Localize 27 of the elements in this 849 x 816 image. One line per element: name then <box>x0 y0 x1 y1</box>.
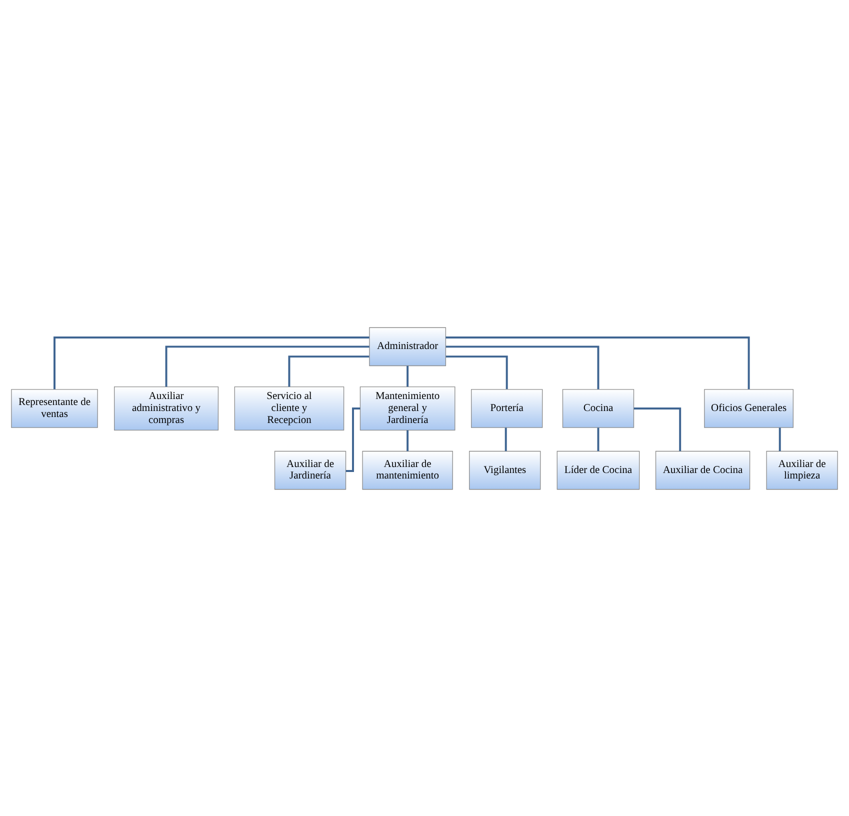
connector <box>54 336 370 389</box>
connector <box>597 427 600 451</box>
node-box: Oficios Generales <box>704 388 794 428</box>
connector <box>288 355 370 386</box>
node-box: Vigilantes <box>469 450 541 490</box>
node-box: Auxiliar administrativo y compras <box>114 386 219 430</box>
connector <box>446 336 750 389</box>
connector <box>778 427 781 451</box>
connector <box>406 365 409 386</box>
connector <box>446 355 508 389</box>
connector <box>165 345 370 386</box>
node-box: Auxiliar de limpieza <box>766 450 838 490</box>
connector <box>634 407 682 451</box>
node-box: Cocina <box>562 388 634 428</box>
connector <box>446 345 600 389</box>
node-box: Portería <box>471 388 543 428</box>
node-box: Mantenimiento general y Jardinería <box>360 386 456 430</box>
node-box: Administrador <box>369 326 446 366</box>
connector <box>346 407 360 472</box>
node-box: Auxiliar de Jardinería <box>274 450 346 490</box>
node-box: Líder de Cocina <box>556 450 640 490</box>
node-box: Servicio al cliente y Recepcion <box>234 386 344 430</box>
connector <box>406 430 409 451</box>
node-box: Auxiliar de mantenimiento <box>362 450 453 490</box>
node-box: Auxiliar de Cocina <box>655 450 750 490</box>
node-box: Representante de ventas <box>11 388 98 428</box>
connector <box>504 427 507 451</box>
